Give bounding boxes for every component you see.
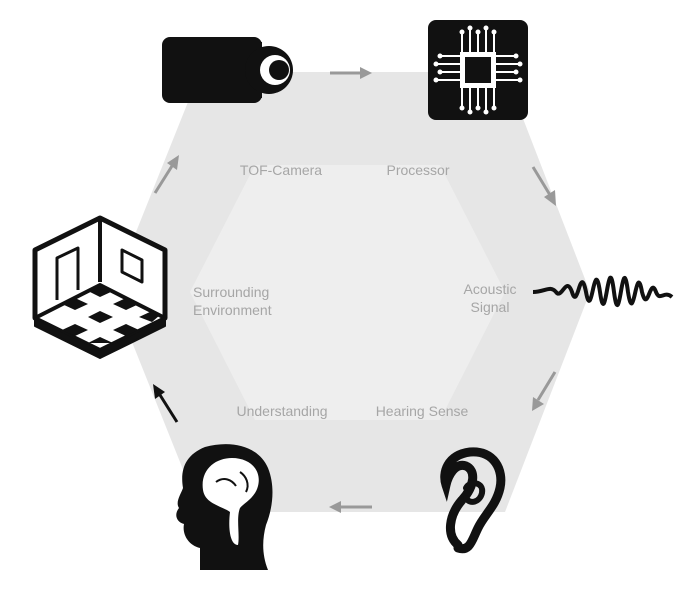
surrounding-environment-label: Surrounding Environment — [193, 283, 293, 319]
arrow-environment-to-camera — [153, 155, 179, 194]
arrow-processor-to-signal — [531, 166, 556, 206]
surrounding-environment-label-line1: Surrounding — [193, 284, 270, 300]
chip-icon — [428, 20, 528, 120]
processor-label: Processor — [386, 162, 450, 178]
acoustic-signal-label-line2: Signal — [470, 299, 510, 315]
waveform-icon — [532, 275, 674, 308]
surrounding-environment-label-line2: Environment — [193, 302, 272, 318]
acoustic-signal-label-line1: Acoustic — [463, 281, 517, 297]
room-icon — [32, 215, 168, 359]
hearing-sense-label: Hearing Sense — [375, 403, 469, 419]
arrow-understanding-to-environment — [153, 384, 179, 423]
acoustic-signal-label: Acoustic Signal — [450, 280, 530, 316]
camera-icon — [162, 37, 293, 103]
inner-hexagon — [190, 165, 505, 420]
understanding-label: Understanding — [236, 403, 328, 419]
tof-camera-label: TOF-Camera — [239, 162, 323, 178]
arrow-signal-to-hearing — [532, 371, 557, 411]
ear-icon — [440, 447, 506, 554]
arrow-hearing-to-understanding — [329, 501, 372, 513]
head-brain-icon — [176, 444, 273, 570]
arrow-camera-to-processor — [330, 67, 372, 79]
